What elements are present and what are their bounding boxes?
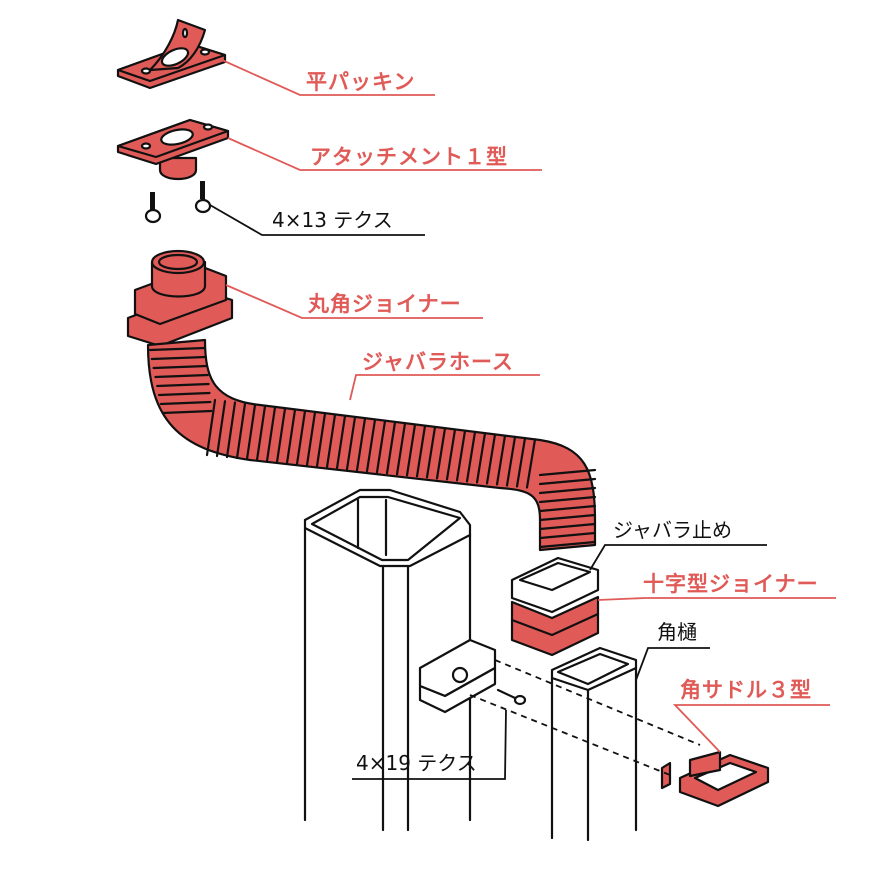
flat-packing-part: [116, 18, 227, 90]
bellows-rib: [465, 430, 477, 483]
bellows-rib: [495, 434, 507, 486]
bellows-rib: [365, 418, 377, 473]
bellows-rib: [538, 522, 597, 531]
label-cross-joiner: 十字型ジョイナー: [643, 572, 819, 596]
leader-screw-4x19: [352, 709, 507, 780]
bellows-rib: [315, 412, 327, 468]
bellows-rib: [156, 382, 210, 388]
bellows-rib: [154, 373, 209, 379]
cross-joiner-part: [510, 595, 600, 657]
bellows-rib: [485, 433, 497, 485]
leader-square-gutter: [635, 647, 710, 681]
bellows-rib: [405, 423, 417, 477]
bellows-rib: [475, 432, 487, 484]
bellows-rib: [455, 429, 467, 482]
label-square-gutter: 角樋: [657, 620, 697, 644]
bellows-hose-part: [146, 338, 597, 552]
leader-bellows-hose: [349, 374, 540, 401]
bellows-rib: [445, 428, 457, 481]
bellows-rib: [215, 400, 227, 458]
round-square-joiner-part: [126, 249, 234, 348]
bellows-rib: [538, 504, 597, 513]
label-attachment-type1: アタッチメント１型: [310, 145, 508, 169]
bellows-rib: [265, 406, 277, 463]
leader-saddle: [672, 704, 830, 753]
bellows-rib: [435, 427, 447, 480]
bellows-rib: [538, 540, 597, 549]
label-screw-4x19: 4×19 テクス: [356, 751, 477, 775]
bellows-rib: [355, 417, 367, 472]
leader-attachment: [227, 137, 542, 171]
bellows-rib: [538, 477, 597, 486]
leader-round-square-joiner: [225, 284, 483, 319]
bellows-rib: [345, 416, 357, 471]
square-saddle-type3-part: [660, 750, 770, 808]
bellows-rib: [225, 401, 237, 459]
bellows-rib: [505, 435, 517, 487]
bellows-rib: [538, 468, 597, 477]
bellows-rib: [375, 419, 387, 474]
leader-bellows-stopper: [589, 544, 767, 571]
bellows-rib: [515, 437, 527, 488]
bellows-rib: [425, 425, 437, 479]
bellows-rib: [161, 409, 213, 415]
label-flat-packing: 平パッキン: [306, 70, 416, 94]
bellows-rib: [385, 421, 397, 475]
bellows-rib: [538, 513, 597, 522]
bellows-rib: [305, 411, 317, 467]
screw-4x19: [496, 688, 527, 706]
label-bellows-stopper: ジャバラ止め: [613, 518, 732, 542]
bellows-rib: [157, 391, 211, 397]
bellows-rib: [538, 495, 597, 504]
label-screw-4x13: 4×13 テクス: [272, 208, 393, 232]
pipe-bracket-part: [418, 638, 497, 714]
bellows-rib: [538, 531, 597, 540]
screws-4x13: [144, 181, 212, 224]
bellows-rib: [255, 405, 267, 462]
bellows-rib: [295, 409, 307, 466]
bellows-rib: [335, 414, 347, 470]
bellows-stopper-part: [510, 556, 600, 614]
bellows-rib: [415, 424, 427, 478]
square-gutter-part: [550, 646, 638, 842]
bellows-rib: [525, 438, 537, 489]
bellows-rib: [235, 402, 247, 460]
bellows-rib: [205, 398, 217, 457]
bellows-rib: [538, 486, 597, 495]
bellows-rib: [245, 403, 257, 461]
bellows-rib: [285, 408, 297, 465]
bellows-rib: [152, 364, 208, 370]
assembly-line-upper: [494, 659, 701, 746]
bellows-rib: [159, 400, 212, 406]
assembly-line-lower: [469, 694, 671, 776]
leader-cross-joiner: [597, 597, 836, 601]
label-square-saddle-type3: 角サドル３型: [680, 678, 812, 702]
leader-screw-4x13: [209, 204, 425, 236]
attachment-type1-part: [116, 118, 230, 181]
main-downpipe: [303, 488, 472, 832]
bellows-rib: [148, 346, 207, 352]
label-round-square-joiner: 丸角ジョイナー: [308, 292, 462, 316]
bellows-rib: [325, 413, 337, 469]
bellows-rib: [395, 422, 407, 476]
leader-flat-packing: [221, 59, 435, 96]
bellows-rib: [275, 407, 287, 464]
bellows-rib: [150, 355, 207, 361]
label-bellows-hose: ジャバラホース: [362, 350, 514, 374]
